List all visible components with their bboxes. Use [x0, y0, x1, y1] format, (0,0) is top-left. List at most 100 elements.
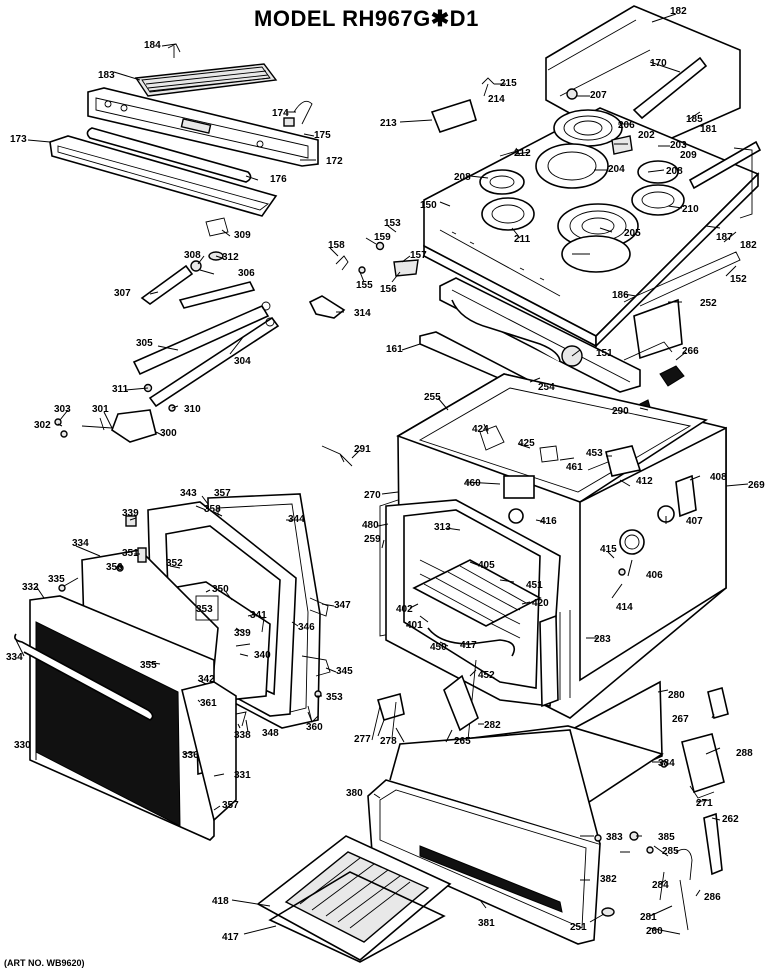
- drip-pan-tray: [439, 251, 741, 393]
- label-262: 262: [722, 814, 739, 825]
- label-305: 305: [136, 338, 153, 349]
- label-334: 334: [72, 538, 89, 549]
- label-309: 309: [234, 230, 251, 241]
- label-342: 342: [198, 674, 215, 685]
- label-348: 348: [262, 728, 279, 739]
- label-311: 311: [112, 384, 129, 395]
- label-358: 358: [204, 504, 221, 515]
- label-260: 260: [646, 926, 663, 937]
- label-203: 203: [670, 140, 687, 151]
- storage-drawer: [367, 725, 664, 945]
- label-357: 357: [214, 488, 231, 499]
- label-155: 155: [356, 280, 373, 291]
- label-420: 420: [532, 598, 549, 609]
- label-251: 251: [570, 922, 587, 933]
- label-339: 339: [122, 508, 139, 519]
- label-210: 210: [682, 204, 699, 215]
- label-172: 172: [326, 156, 343, 167]
- label-270: 270: [364, 490, 381, 501]
- label-425: 425: [518, 438, 535, 449]
- label-347: 347: [334, 600, 351, 611]
- label-344: 344: [288, 514, 305, 525]
- label-170: 170: [650, 58, 667, 69]
- label-384: 384: [658, 758, 675, 769]
- label-151: 151: [596, 348, 613, 359]
- label-265: 265: [454, 736, 471, 747]
- label-352: 352: [166, 558, 183, 569]
- label-300: 300: [160, 428, 177, 439]
- label-330: 330: [14, 740, 31, 751]
- label-343: 343: [180, 488, 197, 499]
- label-202: 202: [638, 130, 655, 141]
- label-175: 175: [314, 130, 331, 141]
- label-335: 335: [48, 574, 65, 585]
- label-460: 460: [464, 478, 481, 489]
- label-339-b: 339: [234, 628, 251, 639]
- label-182: 182: [670, 6, 687, 17]
- label-360: 360: [306, 722, 323, 733]
- label-214: 214: [488, 94, 505, 105]
- label-184: 184: [144, 40, 161, 51]
- label-278: 278: [380, 736, 397, 747]
- label-215: 215: [500, 78, 517, 89]
- vent-grille: [134, 63, 278, 97]
- label-183: 183: [98, 70, 115, 81]
- label-255: 255: [424, 392, 441, 403]
- label-341: 341: [250, 610, 267, 621]
- label-351: 351: [122, 548, 139, 559]
- label-361: 361: [200, 698, 217, 709]
- label-302: 302: [34, 420, 51, 431]
- label-207: 207: [590, 90, 607, 101]
- label-285: 285: [662, 846, 679, 857]
- broiler-pan: [256, 835, 452, 963]
- label-187: 187: [716, 232, 733, 243]
- label-353: 353: [196, 604, 213, 615]
- label-414: 414: [616, 602, 633, 613]
- control-panel-backguard: [87, 87, 319, 167]
- label-266: 266: [682, 346, 699, 357]
- label-185: 185: [686, 114, 703, 125]
- label-284: 284: [652, 880, 669, 891]
- label-181: 181: [700, 124, 717, 135]
- model-title: MODEL RH967G✱D1: [254, 6, 479, 31]
- label-334-b: 334: [6, 652, 23, 663]
- label-417-b: 417: [222, 932, 239, 943]
- label-480: 480: [362, 520, 379, 531]
- label-353-b: 353: [326, 692, 343, 703]
- fluorescent-lamp: [86, 127, 252, 183]
- label-416: 416: [540, 516, 557, 527]
- part-labels: 182 170 185 181 184 183 173 174 175 172 …: [6, 6, 765, 943]
- label-159: 159: [374, 232, 391, 243]
- label-356: 356: [106, 562, 123, 573]
- label-357-b: 357: [222, 800, 239, 811]
- label-453: 453: [586, 448, 603, 459]
- label-450: 450: [430, 642, 447, 653]
- label-451: 451: [526, 580, 543, 591]
- label-350: 350: [212, 584, 229, 595]
- label-461: 461: [566, 462, 583, 473]
- right-lower-parts: [594, 686, 729, 931]
- label-282: 282: [484, 720, 501, 731]
- label-408: 408: [710, 472, 727, 483]
- label-182-b: 182: [740, 240, 757, 251]
- label-355: 355: [140, 660, 157, 671]
- label-346: 346: [298, 622, 315, 633]
- label-161: 161: [386, 344, 403, 355]
- label-288: 288: [736, 748, 753, 759]
- label-173: 173: [10, 134, 27, 145]
- label-308: 308: [184, 250, 201, 261]
- label-332: 332: [22, 582, 39, 593]
- label-283: 283: [594, 634, 611, 645]
- label-152: 152: [730, 274, 747, 285]
- label-313: 313: [434, 522, 451, 533]
- label-269: 269: [748, 480, 765, 491]
- label-412: 412: [636, 476, 653, 487]
- label-424: 424: [472, 424, 489, 435]
- label-381: 381: [478, 918, 495, 929]
- label-314: 314: [354, 308, 371, 319]
- label-452: 452: [478, 670, 495, 681]
- label-417: 417: [460, 640, 477, 651]
- label-212: 212: [514, 148, 531, 159]
- label-259: 259: [364, 534, 381, 545]
